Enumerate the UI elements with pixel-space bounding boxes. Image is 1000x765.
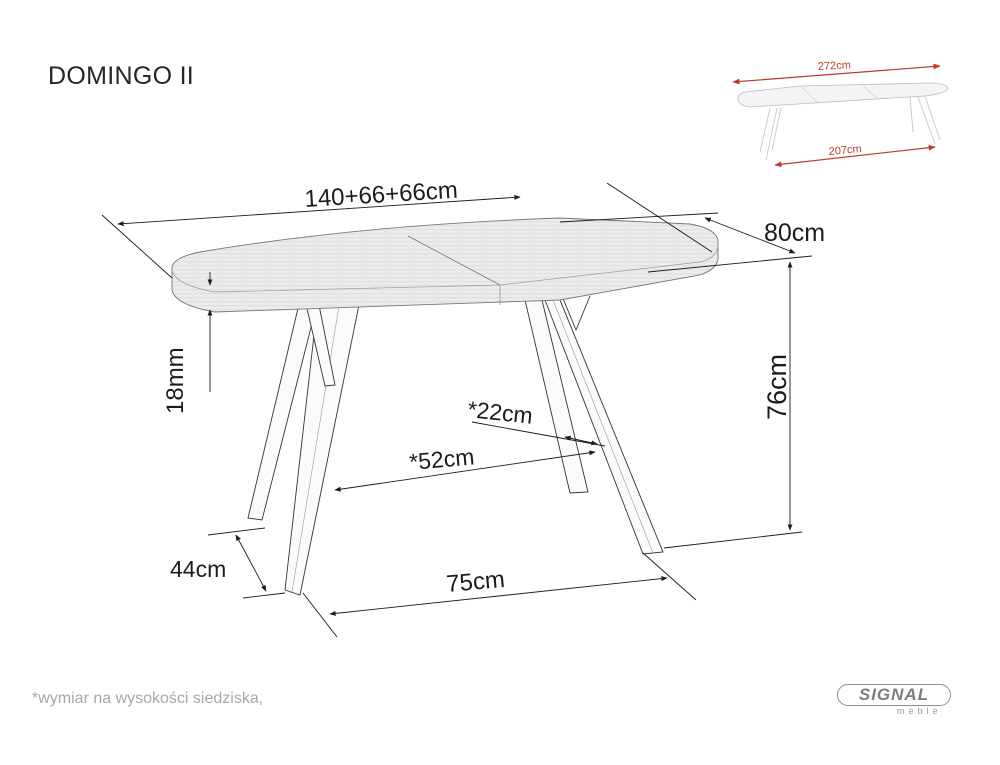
leg-depth-label: 44cm [170, 556, 226, 582]
height-label: 76cm [762, 354, 792, 420]
leg-span-dimension [302, 552, 697, 638]
product-title: DOMINGO II [48, 62, 195, 90]
seat-width-label: *52cm [408, 443, 475, 475]
logo-subtitle: meble [897, 706, 942, 716]
brand-logo: SIGNAL meble [835, 682, 955, 718]
extended-length-label: 272cm [818, 59, 852, 73]
table-top [171, 217, 719, 313]
extended-leg-span-label: 207cm [828, 143, 862, 158]
extended-table-inset [732, 63, 949, 168]
logo-outline [837, 684, 951, 706]
length-dimension [101, 182, 713, 279]
leg-depth-dimension [207, 527, 286, 599]
width-label: 80cm [764, 219, 825, 247]
thickness-label: 18mm [162, 347, 189, 414]
length-label: 140+66+66cm [304, 177, 459, 213]
width-dimension [559, 212, 813, 273]
footnote: *wymiar na wysokości siedziska, [32, 690, 264, 707]
leg-span-label: 75cm [445, 566, 506, 598]
seat-depth-dimension [471, 421, 606, 447]
height-dimension [663, 261, 803, 549]
seat-depth-label: *22cm [466, 396, 534, 429]
logo-name: SIGNAL [858, 685, 930, 704]
seat-width-dimension [334, 450, 596, 492]
